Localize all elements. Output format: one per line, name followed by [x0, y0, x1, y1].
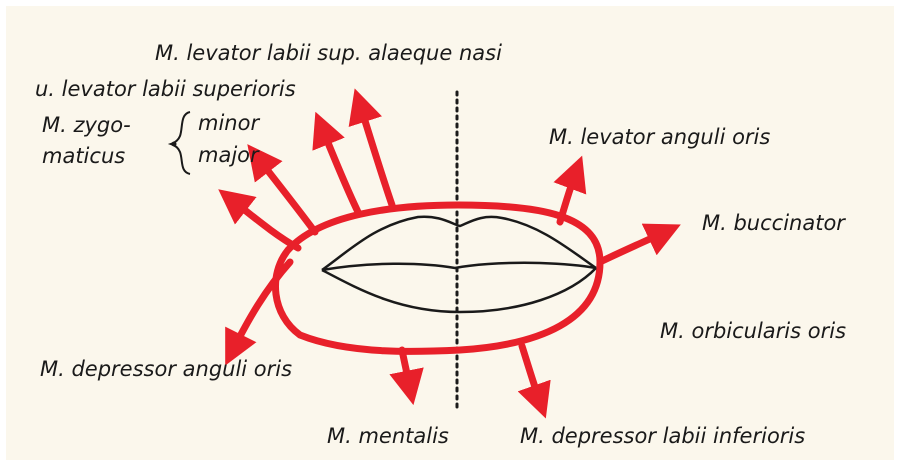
arrow-levator-labii-superioris — [322, 128, 358, 212]
arrow-levator-anguli-oris — [560, 172, 576, 222]
label-mentalis: M. mentalis — [327, 424, 449, 448]
label-depressor-anguli-oris: M. depressor anguli oris — [40, 357, 292, 381]
label-orbicularis-oris: M. orbicularis oris — [660, 319, 846, 343]
label-zygomaticus-line1: M. zygo- — [42, 113, 131, 137]
label-levator-labii-superioris: u. levator labii superioris — [35, 77, 296, 101]
lower-lip-outline — [322, 268, 596, 312]
upper-lip-outline — [322, 217, 596, 270]
arrow-mentalis — [402, 350, 410, 388]
lip-line — [322, 263, 596, 270]
label-levator-anguli-oris: M. levator anguli oris — [549, 125, 770, 149]
arrow-buccinator — [600, 232, 665, 262]
label-depressor-labii-inferioris: M. depressor labii inferioris — [520, 424, 805, 448]
label-zygomaticus-minor: minor — [198, 111, 260, 135]
label-buccinator: M. buccinator — [702, 211, 846, 235]
brace-dot — [172, 142, 177, 147]
label-zygomaticus-line2: maticus — [42, 144, 125, 168]
label-levator-labii-alaeque-nasi: M. levator labii sup. alaeque nasi — [155, 41, 502, 65]
arrow-levator-labii-alaeque-nasi — [360, 105, 392, 205]
arrow-depressor-labii-inferioris — [522, 346, 540, 402]
label-zygomaticus-major: major — [198, 143, 260, 167]
orbicularis-oris-ring — [276, 205, 601, 351]
arrow-zygomaticus-minor — [258, 158, 315, 232]
arrow-zygomaticus-major — [232, 200, 298, 248]
